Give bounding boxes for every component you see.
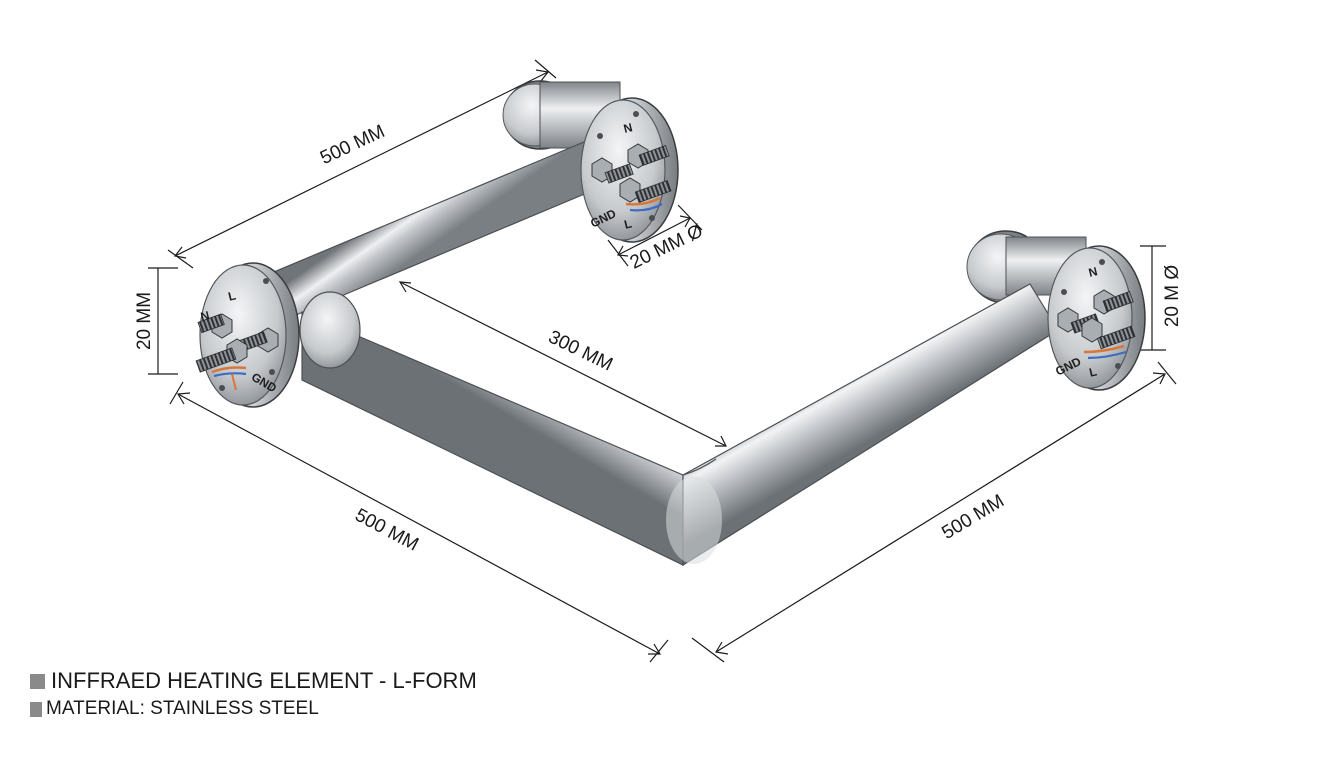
terminal-studs-top bbox=[591, 143, 672, 212]
terminal-label-neutral-top: N bbox=[622, 120, 634, 136]
terminal-label-live-left: L bbox=[227, 288, 238, 303]
legend-square-icon bbox=[30, 701, 42, 717]
dim-top-length: 500 MM bbox=[317, 121, 388, 169]
dim-bottom-left-length: 500 MM bbox=[351, 505, 421, 556]
terminal-label-live-top: L bbox=[623, 216, 634, 231]
legend-material-text: MATERIAL: STAINLESS STEEL bbox=[46, 698, 319, 719]
legend-title: INFFRAED HEATING ELEMENT - L-FORM bbox=[30, 668, 477, 694]
terminal-studs-left bbox=[195, 313, 279, 391]
front-flange-top: N GND L bbox=[580, 97, 679, 243]
terminal-label-neutral-right: N bbox=[1087, 264, 1099, 280]
dim-flange-height-right: 20 M Ø bbox=[1162, 265, 1183, 328]
terminal-studs-right bbox=[1057, 289, 1136, 360]
terminal-label-live-right: L bbox=[1088, 364, 1099, 379]
front-flange-left: L N GND bbox=[195, 262, 300, 408]
legend-material: MATERIAL: STAINLESS STEEL bbox=[30, 698, 319, 720]
l-shaped-pipe bbox=[299, 283, 1059, 567]
dim-inner-span: 300 MM bbox=[545, 327, 616, 376]
dim-flange-height-left: 20 MM bbox=[134, 292, 155, 350]
terminal-label-neutral-left: N bbox=[199, 308, 211, 324]
front-flange-right: N GND L bbox=[1047, 245, 1146, 391]
upper-pipe bbox=[249, 141, 607, 326]
legend-title-text: INFFRAED HEATING ELEMENT - L-FORM bbox=[51, 668, 477, 693]
dimension-lines bbox=[148, 59, 1177, 663]
legend-square-icon bbox=[30, 673, 45, 689]
dim-bottom-right-length: 500 MM bbox=[938, 491, 1008, 544]
